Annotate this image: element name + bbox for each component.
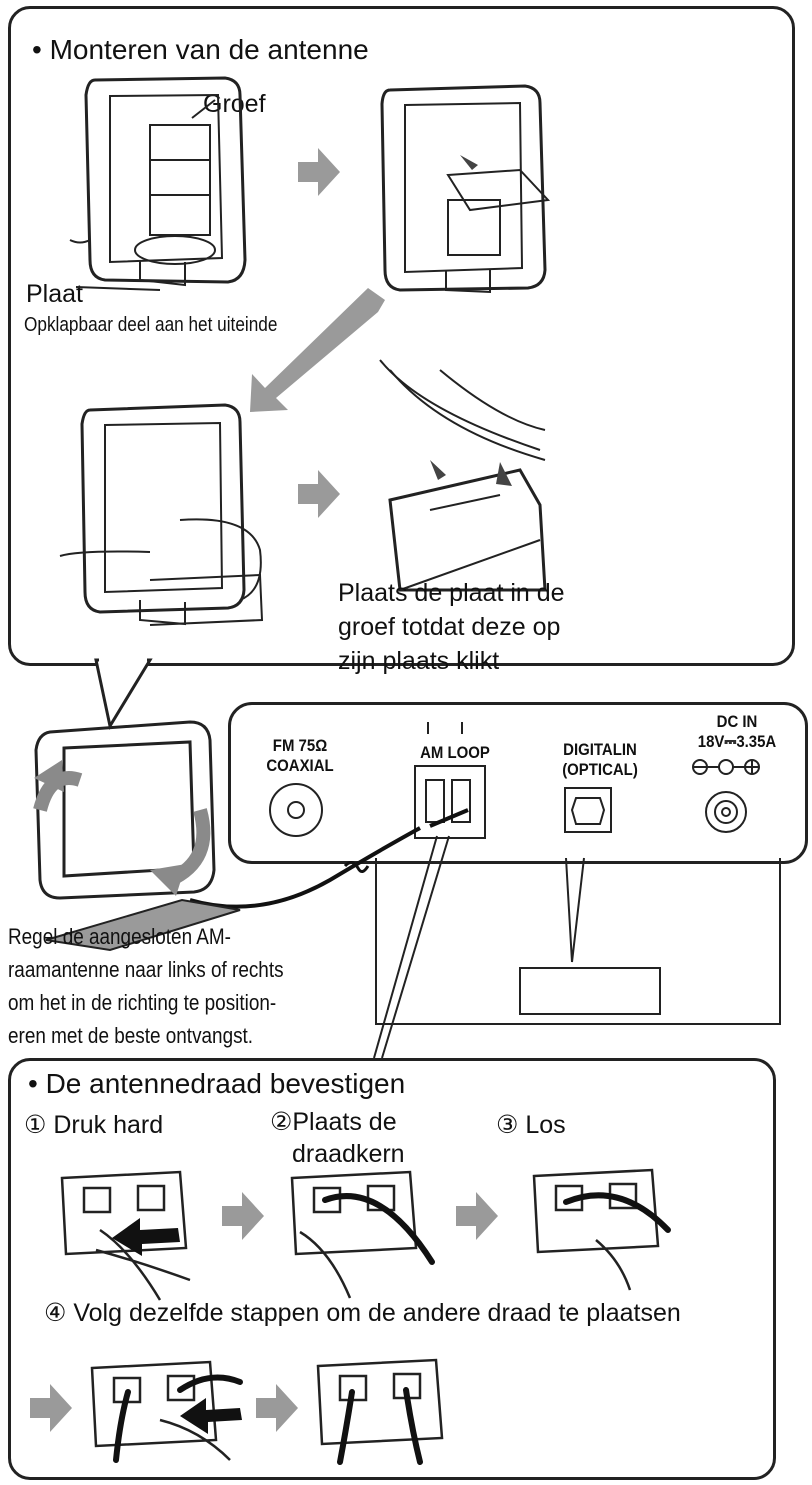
paragraph-line-1: Regel de aangesloten AM- <box>8 924 231 949</box>
digital-line-2: (OPTICAL) <box>562 760 638 779</box>
step-3-label: ③ Los <box>496 1111 566 1139</box>
digital-in-label: DIGITALIN (OPTICAL) <box>538 740 661 780</box>
fold-part-label: Opklapbaar deel aan het uiteinde <box>24 314 278 336</box>
caption-line-3: zijn plaats klikt <box>338 647 500 675</box>
wire-attach-panel <box>8 1058 776 1480</box>
fm-coaxial-label: FM 75Ω COAXIAL <box>256 736 344 776</box>
dc-line-2: 18V⎓3.35A <box>697 732 777 751</box>
assembly-panel <box>8 6 795 666</box>
rear-panel <box>228 702 808 864</box>
speech-bubble-tail <box>94 657 153 731</box>
rear-panel-connectors <box>33 720 781 1059</box>
fm-line-1: FM 75Ω <box>272 736 328 755</box>
fm-line-2: COAXIAL <box>266 756 334 775</box>
click-instruction-caption: Plaats de plaat in de groef totdat deze … <box>338 576 565 678</box>
caption-line-2: groef totdat deze op <box>338 613 561 641</box>
dc-line-1: DC IN <box>716 712 758 731</box>
caption-line-1: Plaats de plaat in de <box>338 579 565 607</box>
assembly-heading: • Monteren van de antenne <box>32 34 369 65</box>
am-loop-label: AM LOOP <box>420 743 490 762</box>
adjust-antenna-paragraph: Regel de aangesloten AM- raamantenne naa… <box>8 920 284 1052</box>
paragraph-line-3: om het in de richting te position- <box>8 990 277 1015</box>
digital-line-1: DIGITALIN <box>563 740 637 759</box>
step-2-line-1: ②Plaats de <box>269 1108 397 1136</box>
step-2-line-2: draadkern <box>292 1140 405 1168</box>
step-2-label: ②Plaats de draadkern <box>262 1106 405 1170</box>
plate-label: Plaat <box>26 280 83 308</box>
dc-in-label: DC IN 18V⎓3.35A <box>689 712 786 752</box>
step-1-label: ① Druk hard <box>24 1111 164 1139</box>
antenna-loop-illustration <box>59 76 551 626</box>
paragraph-line-4: eren met de beste ontvangst. <box>8 1023 254 1048</box>
paragraph-line-2: raamantenne naar links of rechts <box>8 957 284 982</box>
wire-attach-heading: • De antennedraad bevestigen <box>28 1068 406 1099</box>
step-4-label: ④ Volg dezelfde stappen om de andere dra… <box>44 1299 681 1327</box>
